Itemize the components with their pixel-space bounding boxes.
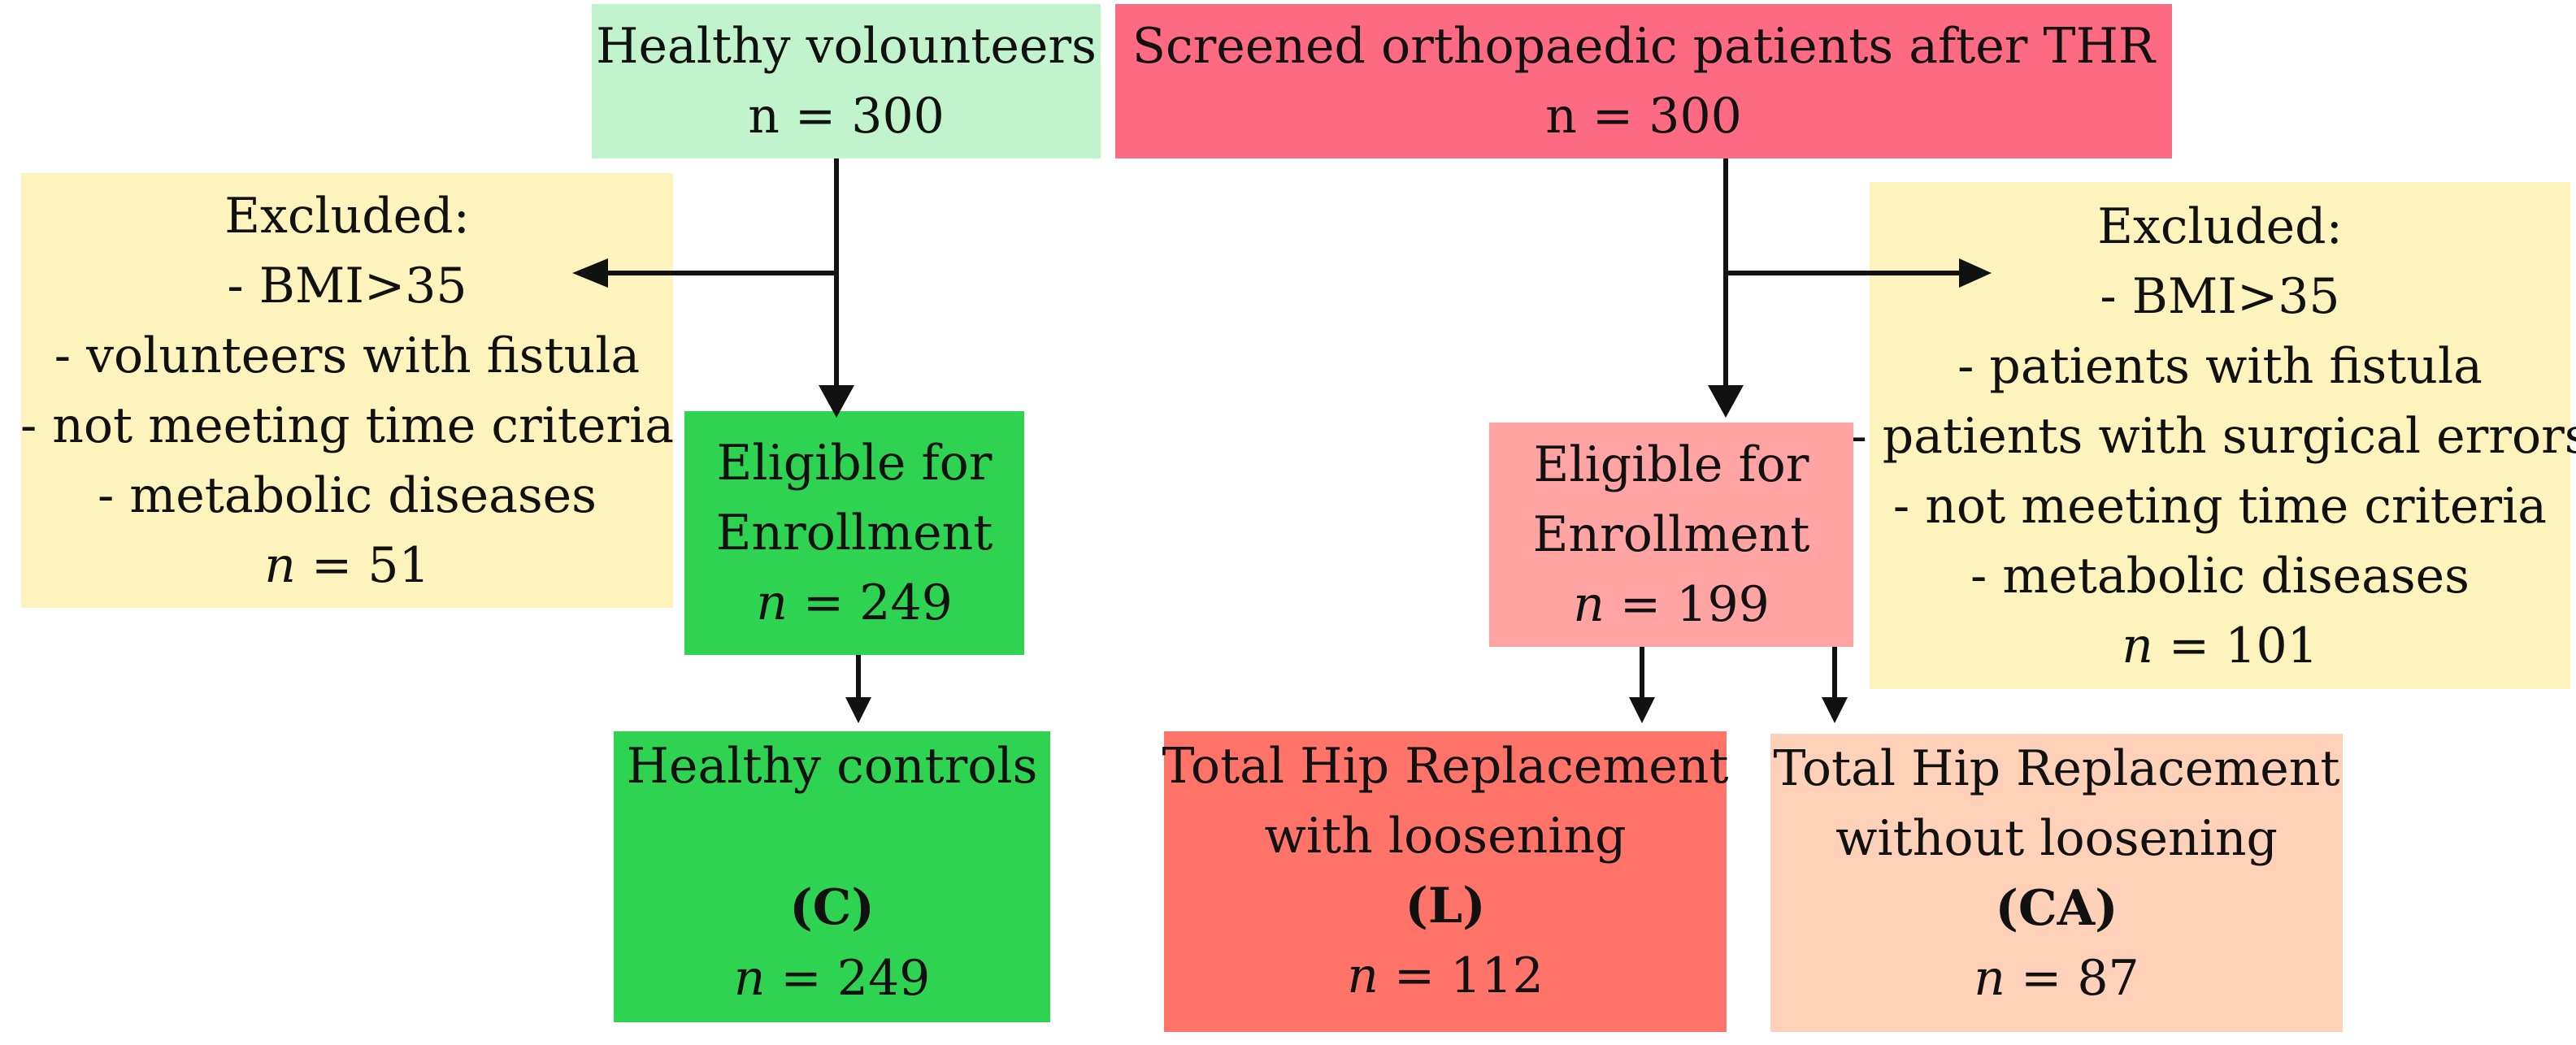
arrowhead xyxy=(1959,258,1992,288)
thr-no-loosening-count: n = 87 xyxy=(1974,943,2139,1013)
excluded-left-item: - BMI>35 xyxy=(227,258,467,314)
arrowhead xyxy=(845,697,871,723)
n-value: = 249 xyxy=(780,950,931,1007)
thr-loosening-group: (L) xyxy=(1405,878,1486,934)
thr-no-loosening-box: Total Hip Replacement without loosening … xyxy=(1770,734,2343,1032)
arrowhead xyxy=(819,385,854,418)
eligible-left-box: Eligible for Enrollment n = 249 xyxy=(684,411,1024,655)
eligible-right-line1: Eligible for xyxy=(1533,436,1809,493)
eligible-left-line2: Enrollment xyxy=(715,505,993,562)
excluded-left-title: Excluded: xyxy=(224,188,470,245)
healthy-controls-title: Healthy controls xyxy=(626,738,1038,795)
thr-loosening-count: n = 112 xyxy=(1347,941,1544,1011)
excluded-left-item: - metabolic diseases xyxy=(98,467,597,524)
arrowhead xyxy=(572,258,608,288)
excluded-right-item: - metabolic diseases xyxy=(1970,548,2470,605)
excluded-right-title: Excluded: xyxy=(2097,198,2343,255)
excluded-right-item: - patients with fistula xyxy=(1957,338,2483,395)
excluded-left-item: - not meeting time criteria xyxy=(20,397,675,454)
n-value: = 101 xyxy=(2168,618,2318,674)
n-value: = 51 xyxy=(311,537,430,594)
thr-no-loosening-line1: Total Hip Replacement xyxy=(1773,740,2340,797)
healthy-volunteers-title: Healthy volounteers xyxy=(596,18,1097,75)
healthy-volunteers-box: Healthy volounteers n = 300 xyxy=(592,4,1101,158)
excluded-right-box: Excluded: - BMI>35 - patients with fistu… xyxy=(1850,182,2576,689)
healthy-volunteers-count: n = 300 xyxy=(748,88,945,145)
thr-loosening-line1: Total Hip Replacement xyxy=(1162,738,1729,795)
excluded-left-count: n = 51 xyxy=(264,531,429,601)
screened-patients-title: Screened orthopaedic patients after THR xyxy=(1132,18,2156,75)
screened-patients-count: n = 300 xyxy=(1545,88,1742,145)
n-value: = 112 xyxy=(1393,947,1544,1004)
arrowhead xyxy=(1708,385,1744,418)
n-symbol: n xyxy=(264,537,296,594)
n-value: = 199 xyxy=(1619,576,1770,633)
eligible-right-box: Eligible for Enrollment n = 199 xyxy=(1489,423,1853,647)
thr-loosening-box: Total Hip Replacement with loosening (L)… xyxy=(1162,731,1729,1032)
excluded-right-item: - not meeting time criteria xyxy=(1892,478,2548,535)
thr-no-loosening-line2: without loosening xyxy=(1835,810,2278,867)
n-value: = 87 xyxy=(2021,950,2139,1007)
excluded-right-item: - BMI>35 xyxy=(2100,268,2340,325)
excluded-right-count: n = 101 xyxy=(2122,611,2318,681)
thr-loosening-line2: with loosening xyxy=(1264,808,1627,865)
eligible-right-count: n = 199 xyxy=(1573,570,1770,640)
n-symbol: n xyxy=(2122,618,2153,674)
healthy-controls-count: n = 249 xyxy=(734,943,931,1014)
n-symbol: n xyxy=(1974,950,2005,1007)
excluded-left-box: Excluded: - BMI>35 - volunteers with fis… xyxy=(20,173,675,608)
healthy-controls-group: (C) xyxy=(789,879,875,936)
n-symbol: n xyxy=(1347,947,1379,1004)
healthy-controls-box: Healthy controls (C) n = 249 xyxy=(614,731,1050,1022)
n-symbol: n xyxy=(1573,576,1605,633)
arrowhead xyxy=(1822,697,1848,723)
thr-no-loosening-group: (CA) xyxy=(1995,880,2118,937)
n-symbol: n xyxy=(756,575,788,631)
screened-patients-box: Screened orthopaedic patients after THR … xyxy=(1115,4,2172,158)
eligible-left-line1: Eligible for xyxy=(716,435,993,492)
arrowhead xyxy=(1629,697,1655,723)
n-value: = 249 xyxy=(802,575,953,631)
eligible-right-line2: Enrollment xyxy=(1532,506,1810,563)
excluded-left-item: - volunteers with fistula xyxy=(54,327,641,384)
n-symbol: n xyxy=(733,950,766,1007)
eligible-left-count: n = 249 xyxy=(756,568,953,638)
excluded-right-item: - patients with surgical errors xyxy=(1850,408,2576,465)
